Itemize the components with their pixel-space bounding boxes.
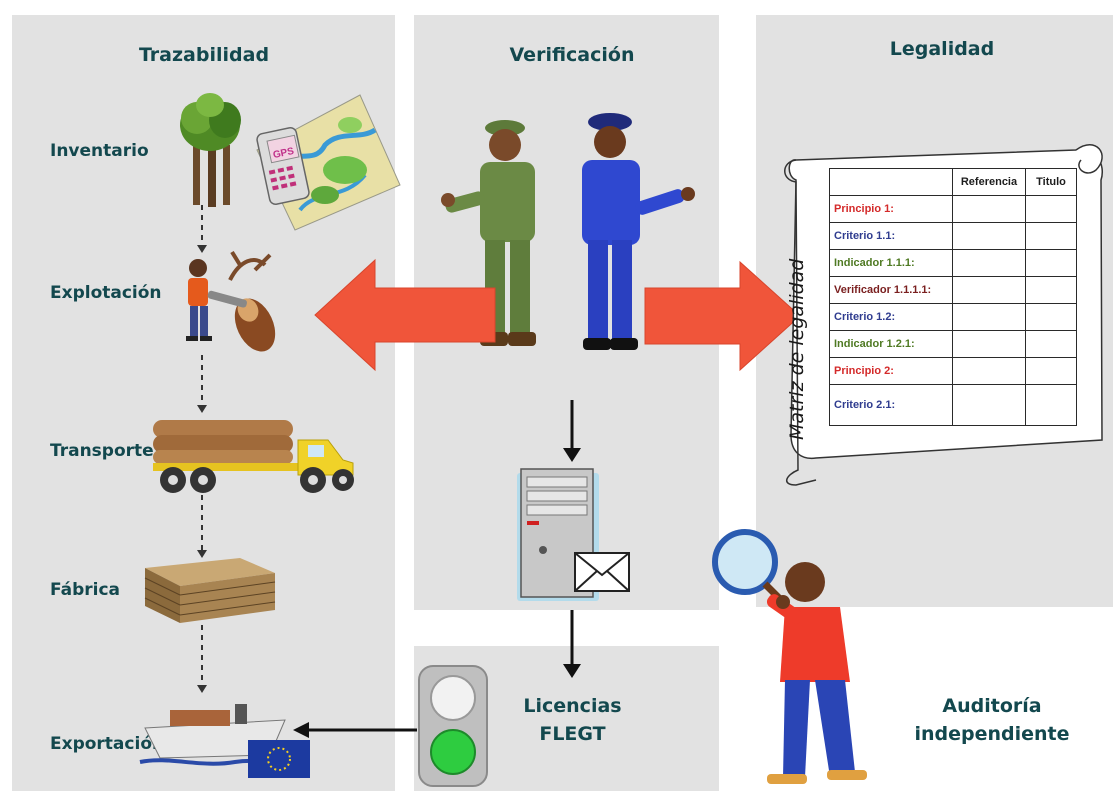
trazabilidad-flow-arrows bbox=[197, 205, 207, 693]
matrix-row-label: Indicador 1.2.1: bbox=[829, 330, 953, 358]
stage-explotacion: Explotación bbox=[50, 283, 162, 303]
eu-flag-icon bbox=[248, 740, 310, 778]
matrix-row-label: Principio 2: bbox=[829, 357, 953, 385]
matrix-cell-referencia bbox=[952, 330, 1026, 358]
matrix-row-label: Verificador 1.1.1.1: bbox=[829, 276, 953, 304]
matrix-cell-referencia bbox=[952, 276, 1026, 304]
matrix-header-referencia: Referencia bbox=[952, 168, 1026, 196]
matrix-cell-titulo bbox=[1025, 330, 1077, 358]
matrix-title: Matriz de legalidad bbox=[786, 258, 808, 440]
auditoria-line1: Auditoría bbox=[942, 695, 1042, 717]
matrix-cell-referencia bbox=[952, 222, 1026, 250]
envelope-icon bbox=[574, 552, 630, 592]
licencias-line2: FLEGT bbox=[539, 723, 606, 745]
matrix-cell-titulo bbox=[1025, 384, 1077, 426]
trees-icon bbox=[180, 93, 241, 207]
auditor-illustration bbox=[712, 529, 867, 784]
matrix-row-label: Indicador 1.1.1: bbox=[829, 249, 953, 277]
matrix-row-label: Criterio 2.1: bbox=[829, 384, 953, 426]
matrix-row: Verificador 1.1.1.1: bbox=[829, 276, 1077, 304]
matrix-cell-titulo bbox=[1025, 357, 1077, 385]
matrix-cell-titulo bbox=[1025, 222, 1077, 250]
matrix-row: Criterio 1.1: bbox=[829, 222, 1077, 250]
arrow-right-to-legalidad bbox=[644, 260, 801, 372]
matrix-header-titulo: Titulo bbox=[1025, 168, 1077, 196]
inventario-illustration: GPS bbox=[180, 93, 401, 231]
matrix-cell-referencia bbox=[952, 357, 1026, 385]
server-illustration bbox=[517, 468, 630, 601]
arrow-left-to-trazabilidad bbox=[314, 258, 496, 372]
verificacion-heading: Verificación bbox=[509, 44, 635, 66]
log-truck-illustration bbox=[153, 420, 354, 493]
arrow-down-to-server bbox=[563, 400, 581, 462]
officers-illustration bbox=[441, 113, 695, 350]
stage-exportacion: Exportación bbox=[50, 734, 165, 754]
auditoria-line2: independiente bbox=[914, 723, 1070, 745]
stage-transporte: Transporte bbox=[50, 441, 154, 461]
matrix-header-blank bbox=[829, 168, 953, 196]
matrix-cell-referencia bbox=[952, 195, 1026, 223]
matrix-table: Referencia Titulo Principio 1:Criterio 1… bbox=[829, 168, 1077, 426]
matrix-row: Principio 2: bbox=[829, 357, 1077, 385]
lumber-stack-illustration bbox=[144, 558, 276, 623]
traffic-light-icon bbox=[418, 665, 488, 787]
legalidad-heading: Legalidad bbox=[889, 38, 995, 60]
matrix-row-label: Criterio 1.2: bbox=[829, 303, 953, 331]
licencias-line1: Licencias bbox=[523, 695, 622, 717]
gps-label: GPS bbox=[272, 146, 295, 161]
matrix-row: Principio 1: bbox=[829, 195, 1077, 223]
matrix-row: Criterio 1.2: bbox=[829, 303, 1077, 331]
matrix-row: Indicador 1.1.1: bbox=[829, 249, 1077, 277]
ship-illustration bbox=[139, 704, 310, 778]
matrix-cell-titulo bbox=[1025, 276, 1077, 304]
licencias-flegt-label: Licencias FLEGT bbox=[495, 692, 650, 748]
logger-illustration bbox=[186, 250, 276, 352]
stage-inventario: Inventario bbox=[50, 141, 149, 161]
gps-device-icon: GPS bbox=[256, 126, 310, 206]
matrix-row-label: Principio 1: bbox=[829, 195, 953, 223]
matrix-row-label: Criterio 1.1: bbox=[829, 222, 953, 250]
legalidad-matrix: Matriz de legalidad Referencia Titulo Pr… bbox=[776, 140, 1110, 490]
magnifying-glass-icon bbox=[712, 529, 788, 607]
matrix-cell-referencia bbox=[952, 384, 1026, 426]
matrix-cell-titulo bbox=[1025, 303, 1077, 331]
trazabilidad-heading: Trazabilidad bbox=[138, 44, 270, 66]
arrow-to-exportacion bbox=[293, 722, 417, 738]
matrix-cell-referencia bbox=[952, 303, 1026, 331]
matrix-cell-referencia bbox=[952, 249, 1026, 277]
matrix-row: Criterio 2.1: bbox=[829, 384, 1077, 426]
auditoria-label: Auditoría independiente bbox=[892, 692, 1092, 748]
stage-fabrica: Fábrica bbox=[50, 580, 121, 600]
police-officer-icon bbox=[582, 113, 695, 350]
matrix-cell-titulo bbox=[1025, 195, 1077, 223]
matrix-row: Indicador 1.2.1: bbox=[829, 330, 1077, 358]
matrix-cell-titulo bbox=[1025, 249, 1077, 277]
arrow-down-to-licencias bbox=[563, 610, 581, 678]
matrix-header-row: Referencia Titulo bbox=[829, 168, 1077, 196]
